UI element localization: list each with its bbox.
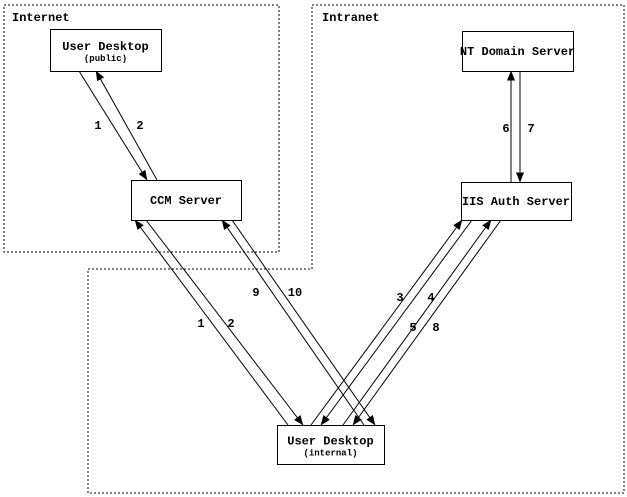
edge-step1-public-to-ccm: 1	[78, 70, 148, 181]
iis-auth-server-box	[461, 182, 572, 221]
edge-step3-internal-to-iis: 3	[310, 219, 463, 426]
edge-label-step8-iis-to-internal: 8	[432, 321, 439, 335]
ccm-server-title: CCM Server	[150, 194, 222, 208]
iis-auth-server-title: IIS Auth Server	[462, 195, 570, 209]
edge-line-step5-internal-to-iis	[342, 219, 492, 426]
internet-zone-label: Internet	[12, 11, 70, 25]
nt-domain-server-box	[462, 31, 574, 72]
internet-zone-border	[3, 4, 280, 253]
region-internet-zone: Internet	[3, 4, 280, 253]
node-user-desktop-public: User Desktop(public)	[50, 29, 162, 72]
region-intranet-zone: Intranet	[87, 4, 625, 494]
nt-domain-server-title: NT Domain Server	[460, 45, 575, 59]
edge-step2-ccm-to-internal: 2	[145, 219, 304, 426]
edge-line-step2-ccm-to-public	[95, 70, 158, 181]
user-desktop-public-subtitle: (public)	[84, 54, 127, 64]
user-desktop-internal-box	[277, 425, 385, 465]
intranet-zone-border	[87, 4, 625, 494]
edge-line-step4-iis-to-internal	[320, 219, 473, 426]
user-desktop-internal-subtitle: (internal)	[303, 449, 357, 459]
node-user-desktop-internal: User Desktop(internal)	[277, 425, 385, 465]
edge-label-step7-nt-to-iis: 7	[527, 122, 534, 136]
edge-label-step1-internal-to-ccm: 1	[197, 317, 204, 331]
edge-line-step8-iis-to-internal	[352, 219, 502, 426]
edge-step5-internal-to-iis: 5	[342, 219, 492, 426]
node-iis-auth-server: IIS Auth Server	[461, 182, 572, 221]
edge-line-step1-internal-to-ccm	[134, 219, 289, 426]
user-desktop-public-title: User Desktop	[62, 40, 148, 54]
edge-label-step10-ccm-to-internal: 10	[288, 286, 302, 300]
edge-step6-iis-to-nt: 6	[502, 70, 515, 182]
edge-step2-ccm-to-public: 2	[95, 70, 158, 181]
edge-label-step3-internal-to-iis: 3	[396, 291, 403, 305]
user-desktop-public-box	[50, 29, 162, 72]
edge-step4-iis-to-internal: 4	[320, 219, 473, 426]
edge-step8-iis-to-internal: 8	[352, 219, 502, 426]
edge-step7-nt-to-iis: 7	[516, 71, 535, 183]
edge-line-step9-internal-to-ccm	[221, 219, 365, 426]
edge-step10-ccm-to-internal: 10	[231, 219, 376, 426]
edge-step9-internal-to-ccm: 9	[221, 219, 365, 426]
ccm-server-box	[131, 180, 242, 221]
edge-label-step6-iis-to-nt: 6	[502, 122, 509, 136]
edge-label-step4-iis-to-internal: 4	[427, 291, 434, 305]
edge-label-step5-internal-to-iis: 5	[409, 321, 416, 335]
edge-label-step9-internal-to-ccm: 9	[252, 286, 259, 300]
edge-step1-internal-to-ccm: 1	[134, 219, 289, 426]
edge-line-step2-ccm-to-internal	[145, 219, 304, 426]
edge-label-step1-public-to-ccm: 1	[94, 119, 101, 133]
edge-line-step3-internal-to-iis	[310, 219, 463, 426]
intranet-zone-label: Intranet	[322, 11, 380, 25]
edge-label-step2-ccm-to-internal: 2	[227, 317, 234, 331]
edge-line-step10-ccm-to-internal	[231, 219, 376, 426]
edge-label-step2-ccm-to-public: 2	[136, 119, 143, 133]
edge-line-step1-public-to-ccm	[78, 70, 148, 181]
node-ccm-server: CCM Server	[131, 180, 242, 221]
user-desktop-internal-title: User Desktop	[287, 435, 373, 449]
node-nt-domain-server: NT Domain Server	[460, 31, 575, 72]
